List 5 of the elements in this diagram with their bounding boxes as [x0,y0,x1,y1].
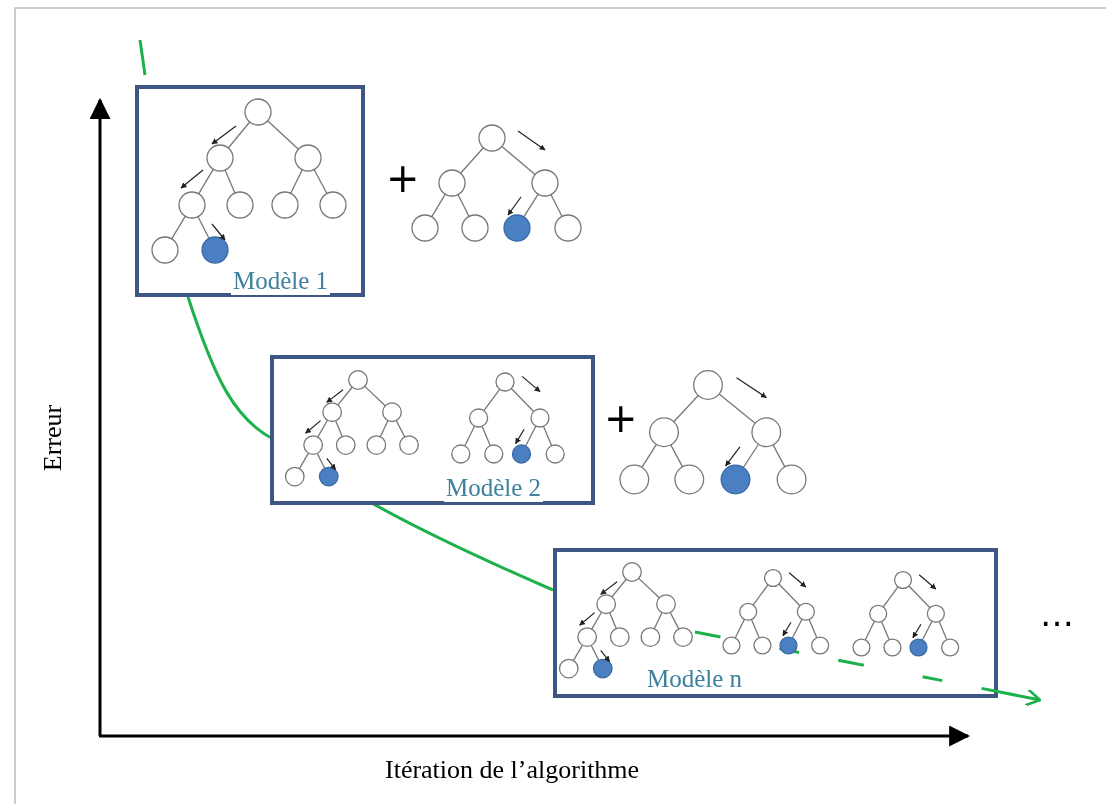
plus-sign: + [386,158,420,198]
axis-title: Itération de l’algorithme [385,757,640,783]
ellipsis: … [1040,597,1074,631]
axis-title: Erreur [40,404,67,472]
plus-sign: + [604,398,638,438]
